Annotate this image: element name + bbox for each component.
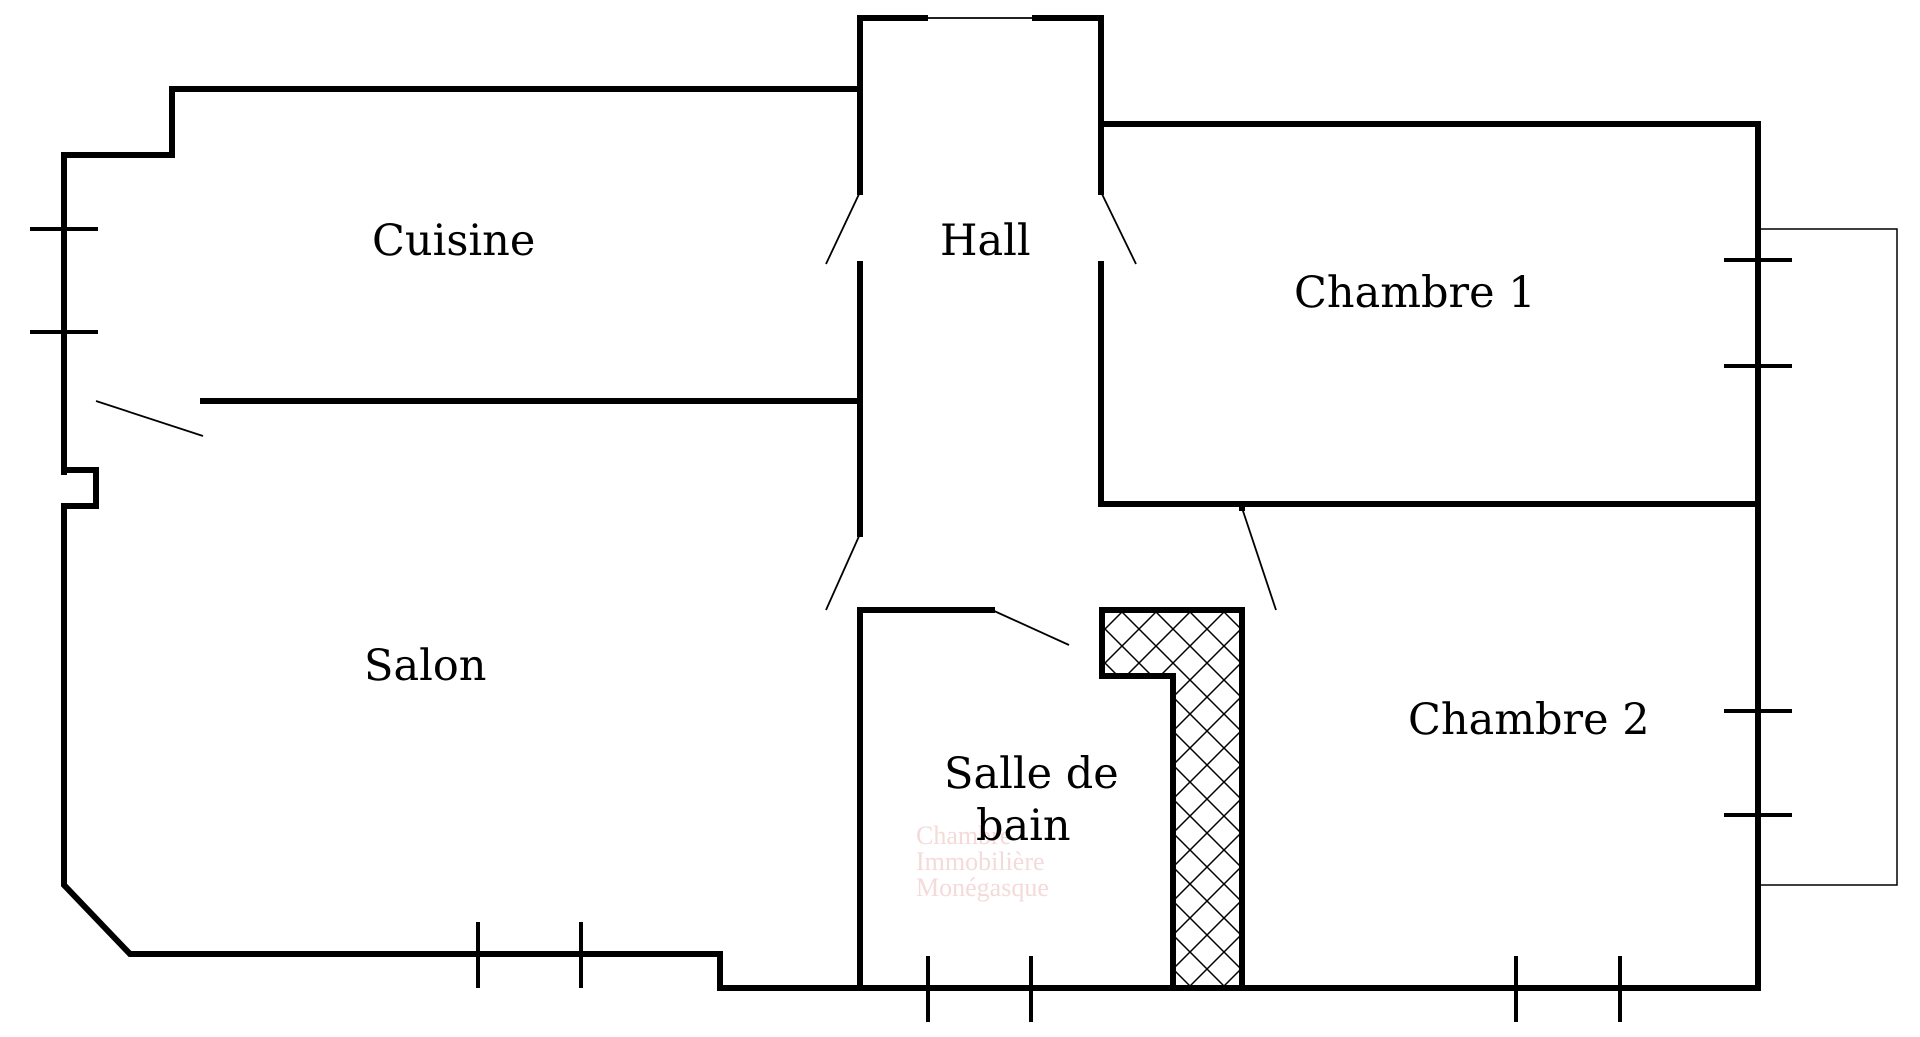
label-salle-de-bain-line1: Salle de <box>944 749 1119 799</box>
door-swings <box>95 17 1277 646</box>
label-salon: Salon <box>364 641 486 691</box>
watermark: Chambre Immobilière Monégasque <box>916 821 1049 902</box>
watermark-line3: Monégasque <box>916 873 1049 902</box>
walls <box>61 15 1761 991</box>
label-hall: Hall <box>940 216 1031 266</box>
watermark-line1: Chambre <box>916 821 1011 850</box>
label-cuisine: Cuisine <box>372 216 535 266</box>
label-chambre-1: Chambre 1 <box>1294 268 1536 318</box>
label-salle-de-bain-line2: bain <box>976 801 1071 851</box>
balcony <box>1761 228 1898 886</box>
windows <box>30 227 1792 1022</box>
watermark-line2: Immobilière <box>916 847 1045 876</box>
label-chambre-2: Chambre 2 <box>1408 695 1650 745</box>
chimney-duct <box>1099 607 1245 991</box>
room-labels: Cuisine Hall Chambre 1 Salon Salle de ba… <box>364 216 1650 851</box>
